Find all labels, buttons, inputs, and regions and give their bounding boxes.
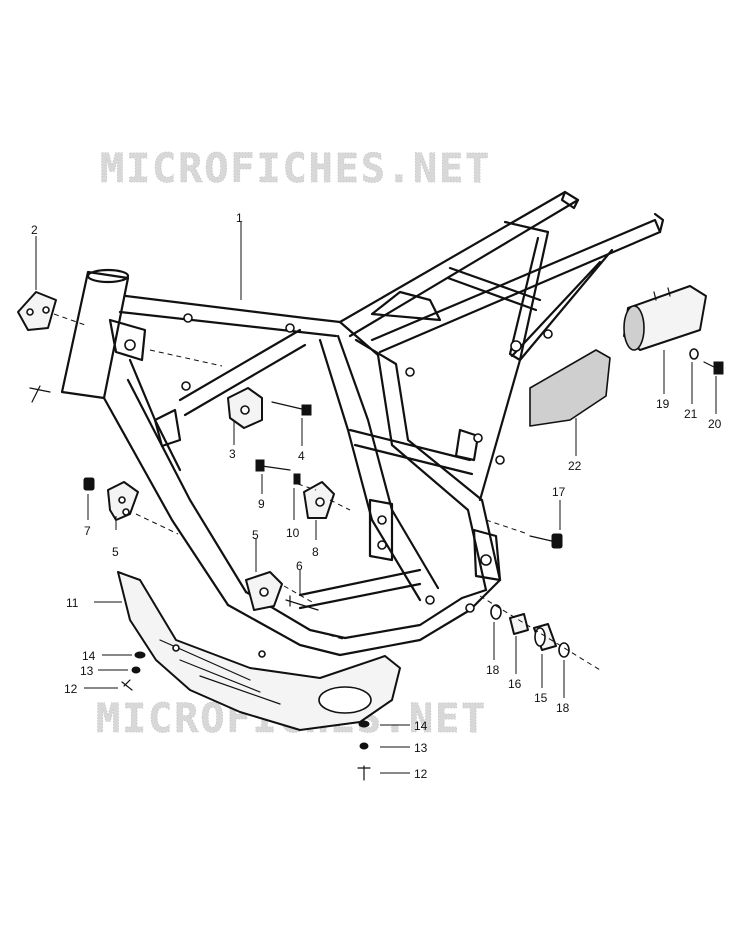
callout-12-left: 12 xyxy=(64,682,78,696)
callout-3: 3 xyxy=(229,447,236,461)
callout-16: 16 xyxy=(508,677,522,691)
callout-5-left: 5 xyxy=(112,545,119,559)
callout-17: 17 xyxy=(552,485,566,499)
plate-22 xyxy=(529,349,611,427)
callout-15: 15 xyxy=(534,691,548,705)
callout-21: 21 xyxy=(684,407,698,421)
collar-16 xyxy=(509,613,529,635)
nut-7 xyxy=(83,477,95,491)
bracket-2 xyxy=(17,291,57,331)
skid-fasteners-bottom xyxy=(357,720,371,781)
leader-lines xyxy=(35,222,717,774)
washer-21 xyxy=(689,348,699,360)
callout-14-left: 14 xyxy=(82,649,96,663)
bolt-17 xyxy=(529,533,563,549)
callout-14-bottom: 14 xyxy=(414,719,428,733)
bolt-20 xyxy=(703,361,724,375)
skid-plate xyxy=(117,571,401,731)
callout-11: 11 xyxy=(66,596,79,610)
callout-13-bottom: 13 xyxy=(414,741,428,755)
callout-13-left: 13 xyxy=(80,664,94,678)
washer-18b xyxy=(558,642,570,658)
callout-4: 4 xyxy=(298,449,305,463)
bracket-8 xyxy=(303,481,335,519)
part-19-cover xyxy=(623,285,707,351)
callout-22: 22 xyxy=(568,459,582,473)
nut-10 xyxy=(293,473,301,485)
callout-6: 6 xyxy=(296,559,303,573)
callout-18-right: 18 xyxy=(556,701,570,715)
callout-9: 9 xyxy=(258,497,265,511)
callouts: 1 2 3 4 5 5 6 7 8 9 10 11 14 13 12 14 13… xyxy=(31,211,722,781)
bushing-15 xyxy=(533,623,557,651)
callout-5-center: 5 xyxy=(252,528,259,542)
callout-10: 10 xyxy=(286,526,300,540)
callout-2: 2 xyxy=(31,223,38,237)
bolt-9 xyxy=(255,459,291,472)
watermark-top: MICROFICHES.NET xyxy=(100,146,491,192)
callout-8: 8 xyxy=(312,545,319,559)
callout-20: 20 xyxy=(708,417,722,431)
bolt-6 xyxy=(285,595,319,611)
assembly-lines xyxy=(53,313,601,671)
bracket-5-center xyxy=(245,571,283,611)
callout-1: 1 xyxy=(236,211,243,225)
callout-12-bottom: 12 xyxy=(414,767,428,781)
skid-fasteners-left xyxy=(121,651,146,691)
main-frame xyxy=(29,190,665,657)
washer-18a xyxy=(490,604,502,620)
bracket-5-left xyxy=(107,481,139,521)
callout-19: 19 xyxy=(656,397,670,411)
bolt-4 xyxy=(271,401,312,416)
bracket-3 xyxy=(227,387,263,429)
callout-7: 7 xyxy=(84,524,91,538)
callout-18-left: 18 xyxy=(486,663,500,677)
